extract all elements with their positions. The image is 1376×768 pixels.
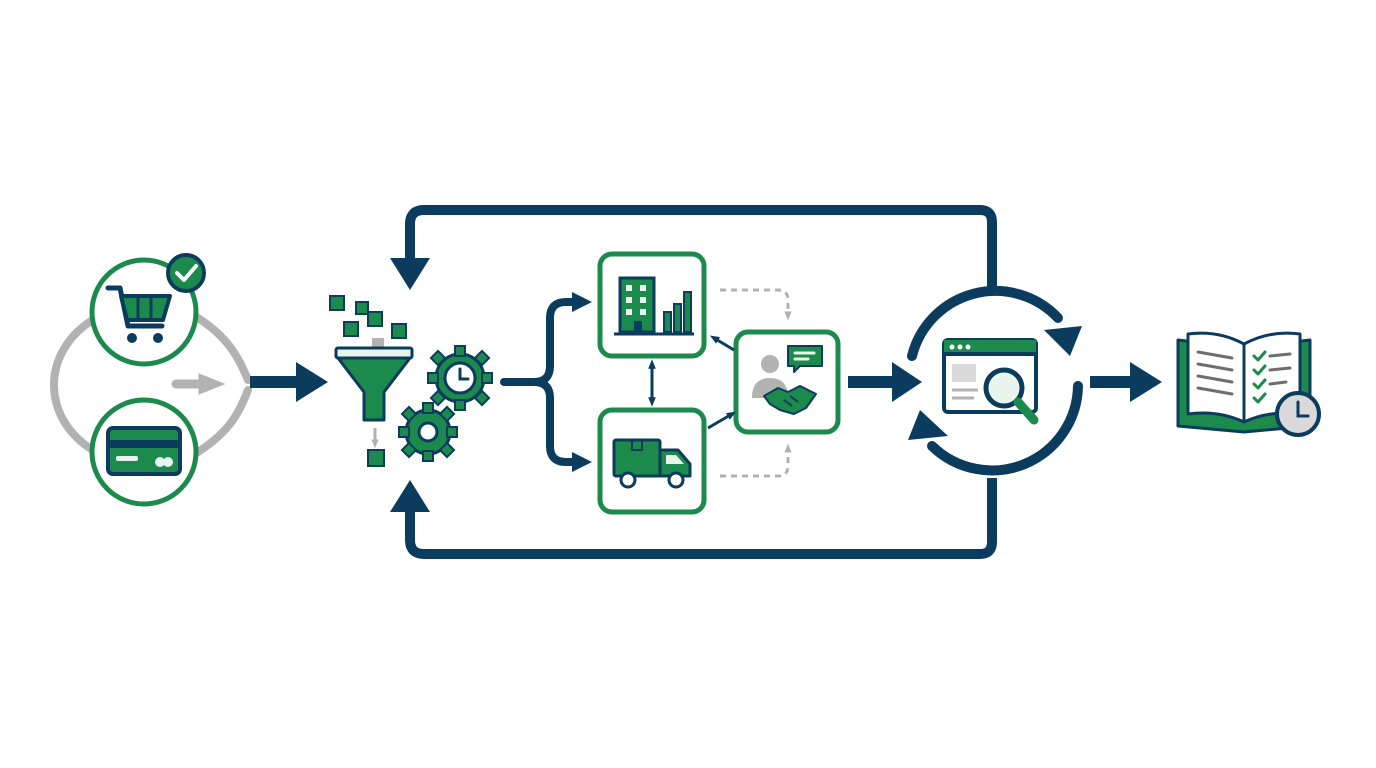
shopping-cart-icon bbox=[105, 285, 172, 343]
browser-search-icon bbox=[942, 338, 1039, 425]
branch-connector bbox=[500, 292, 592, 472]
credit-card-node bbox=[89, 397, 199, 507]
refresh-cycle-icon bbox=[907, 285, 1083, 476]
office-building-node bbox=[597, 251, 707, 359]
credit-card-icon bbox=[106, 426, 182, 476]
network-connectors bbox=[648, 288, 792, 478]
feedback-arrow-up bbox=[390, 480, 430, 512]
arrow-sources-to-funnel bbox=[250, 362, 328, 402]
partner-node bbox=[733, 329, 841, 435]
arrow-to-review bbox=[848, 362, 922, 402]
gear-icon bbox=[398, 402, 458, 462]
clock-icon bbox=[1275, 391, 1321, 437]
arrow-to-output bbox=[1090, 362, 1162, 402]
order-sources-group bbox=[50, 253, 252, 507]
handshake-user-chat-icon bbox=[752, 345, 823, 415]
review-cycle bbox=[907, 285, 1083, 476]
feedback-arrow-down bbox=[390, 258, 430, 290]
feedback-loop bbox=[390, 205, 997, 559]
output-group bbox=[1176, 331, 1321, 437]
office-building-chart-icon bbox=[614, 276, 694, 336]
delivery-truck-node bbox=[597, 407, 707, 515]
merge-bracket-right bbox=[194, 314, 252, 456]
delivery-truck-icon bbox=[612, 438, 692, 489]
shopping-cart-node bbox=[89, 253, 206, 367]
merge-bracket bbox=[50, 314, 100, 456]
open-book-checklist-icon bbox=[1176, 331, 1312, 434]
processing-group bbox=[329, 295, 493, 467]
gear-clock-icon bbox=[427, 345, 493, 411]
funnel-icon bbox=[334, 346, 414, 467]
checkmark-badge-icon bbox=[166, 253, 206, 293]
data-blocks-icon bbox=[329, 295, 407, 350]
